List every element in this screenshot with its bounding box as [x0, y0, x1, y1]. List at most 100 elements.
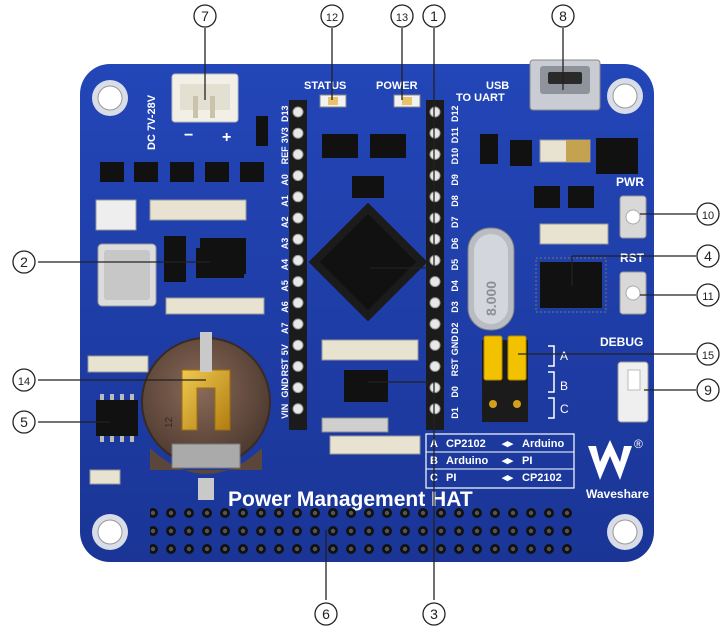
- header-pin: [292, 191, 304, 203]
- header-pin: [292, 212, 304, 224]
- callout-number: 3: [430, 606, 438, 622]
- status-led: [319, 94, 347, 108]
- status-led-label: STATUS: [304, 80, 346, 92]
- power-led: [393, 94, 421, 108]
- jumper-brackets: [548, 345, 555, 419]
- rst-button: [619, 271, 647, 315]
- header-pin-label: 3V3: [280, 127, 290, 143]
- header-pin: [429, 254, 441, 266]
- header-pin: [429, 360, 441, 372]
- jumper-table-arrow: ◂▸: [501, 455, 514, 467]
- header-pin: [292, 339, 304, 351]
- header-pin-label: A2: [280, 216, 290, 228]
- header-pin: [292, 360, 304, 372]
- header-pin: [292, 127, 304, 139]
- jumper-label-b: B: [560, 379, 568, 393]
- header-pin: [429, 382, 441, 394]
- callout-number: 10: [702, 210, 714, 222]
- jumper-table-left: CP2102: [446, 438, 486, 450]
- callout-number: 9: [704, 382, 712, 398]
- header-pin: [429, 212, 441, 224]
- jumper-label-c: C: [560, 402, 569, 416]
- jumper-table-right: PI: [522, 455, 532, 467]
- header-pin-label: D0: [450, 386, 460, 398]
- header-pin-label: 5V: [280, 344, 290, 355]
- dc-input-label: DC 7V-28V: [146, 94, 158, 150]
- pwr-button: [619, 195, 647, 239]
- debug-switch: [617, 361, 649, 423]
- header-pin-label: GND: [450, 335, 460, 356]
- header-pin: [292, 148, 304, 160]
- usb-uart-chip: [535, 257, 607, 313]
- crystal-oscillator: 8.000: [467, 227, 515, 331]
- jumper-table-arrow: ◂▸: [501, 438, 514, 450]
- header-pin: [429, 233, 441, 245]
- regulator-chip: [196, 248, 244, 278]
- registered-mark: ®: [634, 437, 643, 451]
- jumper-table-left: Arduino: [446, 455, 488, 467]
- micro-usb-port: [529, 59, 601, 111]
- header-pin-label: RST: [450, 358, 460, 377]
- jumper-label-a: A: [560, 349, 568, 363]
- callout-number: 7: [201, 8, 209, 24]
- header-pin: [429, 276, 441, 288]
- header-pin-label: RST: [280, 358, 290, 377]
- coin-cell-mark: 12: [164, 416, 175, 428]
- header-pin-label: D4: [450, 280, 460, 292]
- mounting-hole: [607, 78, 643, 114]
- callout-circle: [696, 283, 720, 307]
- header-pin-label: D6: [450, 238, 460, 250]
- callout-circle: [696, 342, 720, 366]
- usb-label: USB: [486, 80, 509, 92]
- callout-circle: [320, 4, 344, 28]
- mounting-hole: [607, 514, 643, 550]
- mounting-hole: [92, 514, 128, 550]
- header-pin-label: D5: [450, 259, 460, 271]
- callout-number: 15: [702, 350, 714, 362]
- svg-text:+: +: [222, 129, 231, 146]
- header-pin: [292, 170, 304, 182]
- atmega-mcu-chip: [308, 202, 428, 322]
- callout-number: 14: [18, 376, 30, 388]
- header-pin: [292, 276, 304, 288]
- header-pin: [429, 127, 441, 139]
- header-pin-label: D8: [450, 195, 460, 207]
- crystal-label: 8.000: [483, 281, 499, 316]
- callout-number: 6: [322, 606, 330, 622]
- power-inductor: [97, 243, 157, 307]
- callout-number: 5: [20, 414, 28, 430]
- callout-circle: [696, 378, 720, 402]
- header-pin: [429, 148, 441, 160]
- header-pin-label: D13: [280, 105, 290, 122]
- callout-circle: [422, 602, 446, 626]
- header-pin: [429, 106, 441, 118]
- header-pin: [429, 339, 441, 351]
- header-pin: [429, 170, 441, 182]
- rtc-chip: [348, 370, 388, 402]
- header-pin-label: GND: [280, 377, 290, 398]
- callout-number: 11: [702, 291, 713, 303]
- callout-circle: [696, 202, 720, 226]
- header-pin: [292, 297, 304, 309]
- header-pin-label: REF: [280, 146, 290, 165]
- callout-circle: [696, 244, 720, 268]
- callout-circle: [12, 410, 36, 434]
- header-pin-label: VIN: [280, 404, 290, 419]
- rst-button-label: RST: [620, 251, 645, 265]
- waveshare-logo-icon: [588, 440, 632, 480]
- soic-chip: [96, 394, 138, 442]
- svg-text:−: −: [184, 127, 193, 144]
- callout-circle: [12, 250, 36, 274]
- header-pin-label: D11: [450, 127, 460, 143]
- header-pin-label: A6: [280, 301, 290, 313]
- header-pin: [292, 106, 304, 118]
- callout-circle: [12, 368, 36, 392]
- callout-number: 1: [430, 8, 438, 24]
- header-pin-label: D7: [450, 216, 460, 228]
- debug-switch-label: DEBUG: [600, 335, 643, 349]
- header-pin-label: A4: [280, 259, 290, 271]
- coin-cell-holder: 12: [141, 332, 271, 500]
- header-pin: [292, 254, 304, 266]
